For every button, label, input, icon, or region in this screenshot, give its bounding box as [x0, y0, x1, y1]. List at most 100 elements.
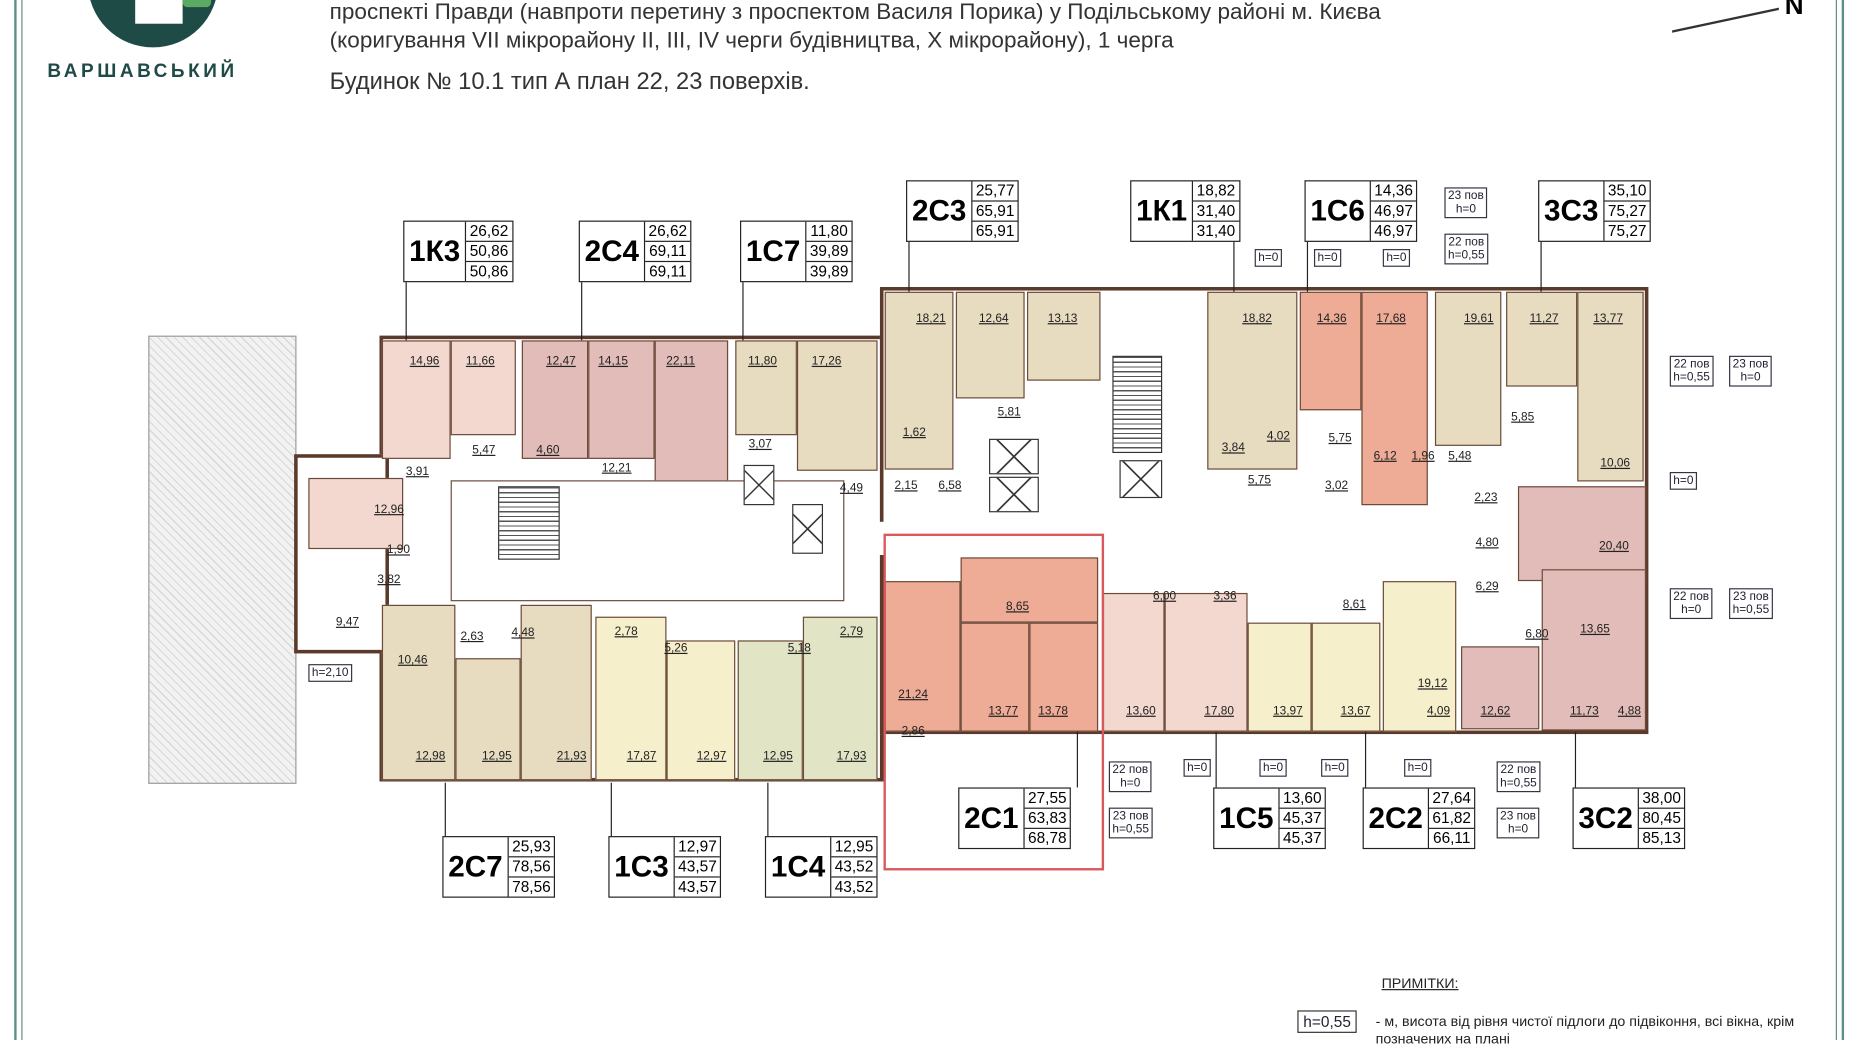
window-height-callout: 23 пов h=0,55 — [1108, 807, 1153, 839]
total-area: 46,97 — [1370, 202, 1417, 222]
room-area-label: 1,96 — [1411, 450, 1435, 464]
frame-border-left — [14, 0, 23, 1041]
living-area: 26,62 — [466, 222, 512, 242]
apartment-code: 1К3 — [404, 221, 467, 282]
window-height-callout: 23 пов h=0,55 — [1729, 588, 1773, 620]
room-area-label: 11,73 — [1569, 705, 1599, 719]
living-area: 38,00 — [1638, 789, 1685, 809]
room — [520, 604, 592, 781]
room-area-label: 12,96 — [374, 503, 404, 517]
apartment-code: 3С2 — [1574, 788, 1639, 848]
room-area-label: 6,29 — [1475, 580, 1499, 594]
room — [1382, 581, 1457, 732]
window-height-callout: h=0 — [1321, 758, 1349, 777]
room-area-label: 6,58 — [938, 479, 962, 493]
total-area: 43,52 — [831, 857, 877, 878]
room — [1361, 291, 1428, 506]
room — [666, 640, 736, 781]
brand-name: ВАРШАВСЬКИЙ — [47, 61, 238, 82]
room — [796, 340, 878, 471]
room — [802, 616, 878, 781]
room-area-label: 22,11 — [666, 355, 696, 369]
logo-emblem — [87, 0, 219, 48]
room-area-label: 3,91 — [405, 465, 429, 479]
window-height-callout: 22 пов h=0,55 — [1496, 761, 1541, 793]
total-area-with-balcony: 39,89 — [809, 262, 849, 280]
window-height-callout: h=2,10 — [308, 664, 353, 682]
living-area: 18,82 — [1193, 181, 1239, 202]
total-area-with-balcony: 75,27 — [1607, 221, 1647, 240]
room-area-label: 11,80 — [748, 355, 777, 369]
window-height-callout: 23 пов h=0 — [1444, 187, 1488, 219]
room — [1517, 486, 1647, 582]
notes-text: - м, висота від рівня чистої підлоги до … — [1375, 1012, 1795, 1048]
elevator-icon — [743, 464, 775, 506]
leader-line — [610, 782, 612, 837]
window-height-callout: h=0 — [1404, 758, 1432, 777]
north-label: N — [1784, 0, 1804, 21]
room-area-label: 13,65 — [1580, 623, 1610, 637]
room-area-label: 17,68 — [1376, 312, 1406, 326]
room-area-label: 3,82 — [377, 573, 401, 587]
total-area: 39,89 — [806, 242, 852, 263]
window-height-callout: h=0 — [1259, 758, 1287, 777]
room-area-label: 5,48 — [1448, 450, 1472, 464]
living-area: 12,95 — [831, 837, 877, 858]
room-area-label: 13,13 — [1047, 312, 1078, 326]
room-area-label: 12,95 — [482, 750, 512, 764]
elevator-icon — [792, 504, 824, 554]
living-area: 12,97 — [674, 837, 721, 858]
room — [521, 340, 589, 459]
room — [381, 340, 451, 459]
window-height-callout: h=0 — [1382, 249, 1410, 267]
notes-sample-callout: h=0,55 — [1297, 1010, 1357, 1033]
room-area-label: 17,87 — [626, 750, 657, 764]
header-building-title: Будинок № 10.1 тип А план 22, 23 поверхі… — [329, 68, 810, 95]
room-area-label: 6,00 — [1153, 589, 1177, 604]
living-area: 11,80 — [806, 222, 852, 242]
room-area-label: 4,48 — [511, 626, 535, 640]
total-area: 75,27 — [1604, 202, 1651, 222]
room-area-label: 5,75 — [1328, 432, 1352, 446]
room — [1506, 291, 1578, 387]
total-area: 63,83 — [1024, 809, 1071, 829]
room — [960, 622, 1030, 732]
room-area-label: 8,61 — [1342, 598, 1366, 612]
room-area-label: 13,60 — [1125, 705, 1156, 719]
apartment-code: 2С1 — [959, 788, 1025, 848]
room-area-label: 12,47 — [546, 355, 576, 369]
room-area-label: 5,47 — [472, 444, 496, 458]
frame-border-right — [1835, 0, 1845, 1041]
window-height-callout: 22 пов h=0,55 — [1669, 355, 1714, 387]
elevator-icon — [1119, 460, 1163, 499]
total-area-with-balcony: 78,56 — [512, 877, 551, 896]
room-area-label: 4,02 — [1266, 429, 1290, 443]
leader-line — [1540, 239, 1542, 292]
total-area: 80,45 — [1638, 809, 1685, 829]
apartment-code: 1С3 — [610, 837, 675, 897]
room-area-label: 12,21 — [601, 461, 632, 475]
leader-line — [581, 279, 583, 341]
total-area-with-balcony: 50,86 — [469, 262, 509, 280]
apartment-code: 1С6 — [1306, 181, 1371, 241]
total-area-with-balcony: 69,11 — [649, 262, 687, 280]
room-area-label: 13,78 — [1038, 705, 1068, 719]
room — [1029, 622, 1099, 732]
room — [595, 616, 667, 781]
window-height-callout: h=0 — [1254, 249, 1282, 267]
room — [955, 291, 1025, 399]
